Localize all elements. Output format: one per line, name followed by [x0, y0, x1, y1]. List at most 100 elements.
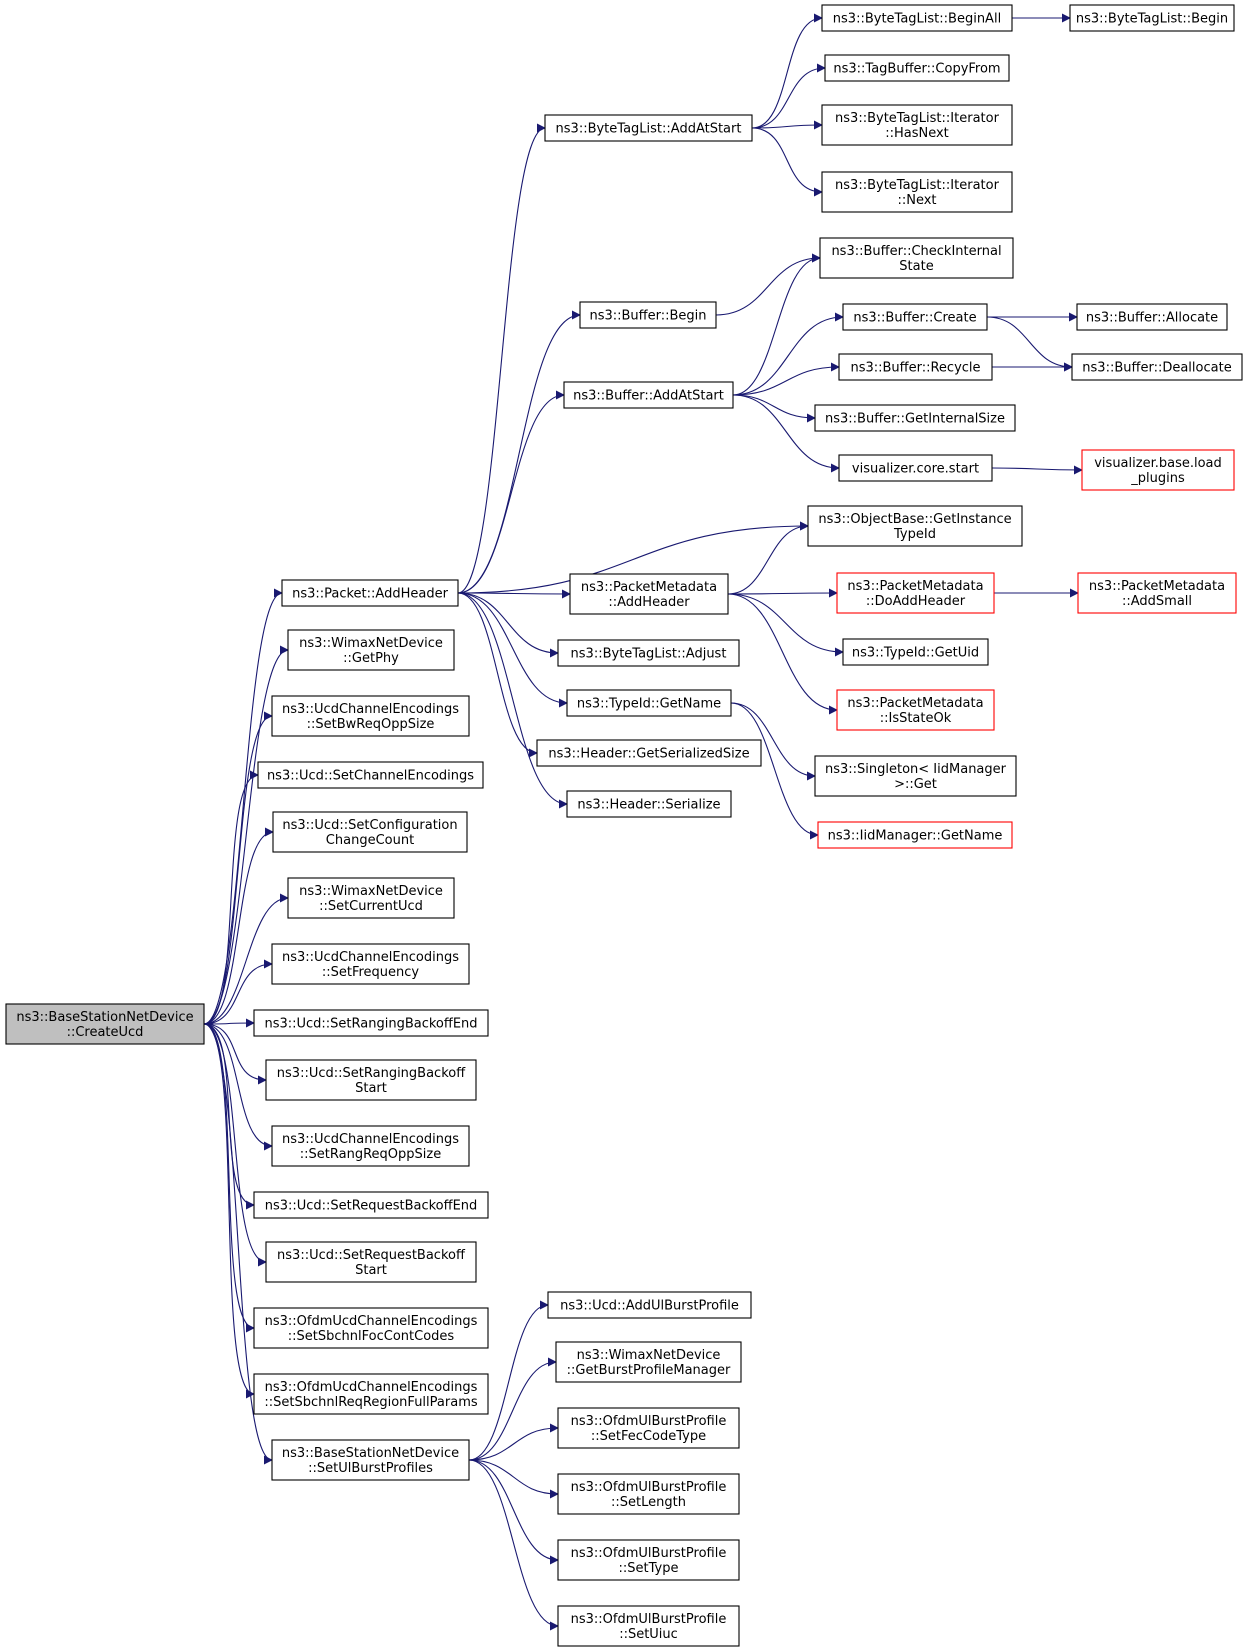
graph-node-pm-addsmall[interactable]: ns3::PacketMetadata::AddSmall: [1077, 572, 1237, 614]
graph-node-pm-isstateok[interactable]: ns3::PacketMetadata::IsStateOk: [836, 689, 995, 731]
graph-node-btl-begin[interactable]: ns3::ByteTagList::Begin: [1069, 4, 1235, 32]
graph-node-setchenc[interactable]: ns3::Ucd::SetChannelEncodings: [257, 761, 484, 789]
node-label-line: ::IsStateOk: [880, 711, 952, 726]
node-label-line: ns3::PacketMetadata: [581, 580, 717, 595]
edge-pm_addheader-to-objbase_getinstance: [727, 521, 809, 595]
graph-node-buf-deallocate[interactable]: ns3::Buffer::Deallocate: [1071, 353, 1243, 381]
graph-node-addheader[interactable]: ns3::Packet::AddHeader: [281, 579, 459, 607]
node-label-line: ::DoAddHeader: [866, 594, 966, 609]
graph-node-hdr-serialize[interactable]: ns3::Header::Serialize: [566, 790, 732, 818]
graph-node-oubp-setuiuc[interactable]: ns3::OfdmUlBurstProfile::SetUiuc: [557, 1605, 740, 1647]
graph-node-getphy[interactable]: ns3::WimaxNetDevice::GetPhy: [287, 629, 455, 671]
graph-node-oubp-setfec[interactable]: ns3::OfdmUlBurstProfile::SetFecCodeType: [557, 1407, 740, 1449]
graph-node-buf-addatstart[interactable]: ns3::Buffer::AddAtStart: [563, 381, 734, 409]
graph-node-setrangreq[interactable]: ns3::UcdChannelEncodings::SetRangReqOppS…: [271, 1125, 470, 1167]
graph-node-buf-recycle[interactable]: ns3::Buffer::Recycle: [838, 353, 993, 381]
graph-node-btl-addatstart[interactable]: ns3::ByteTagList::AddAtStart: [544, 114, 753, 142]
edge-root-to-setreqend: [203, 1023, 255, 1210]
node-label-line: ::SetType: [619, 1561, 679, 1576]
graph-node-hdr-getsize[interactable]: ns3::Header::GetSerializedSize: [536, 739, 762, 767]
node-box: [836, 572, 995, 614]
edge-setulbp-to-oubp_setfec: [468, 1423, 559, 1461]
node-label-line: ::SetCurrentUcd: [319, 899, 423, 914]
edge-vis_core_start-to-vis_base_load: [991, 465, 1083, 475]
graph-node-wnd-getbpm[interactable]: ns3::WimaxNetDevice::GetBurstProfileMana…: [555, 1341, 742, 1383]
graph-node-setulbp[interactable]: ns3::BaseStationNetDevice::SetUlBurstPro…: [271, 1439, 470, 1481]
edge-addheader-to-typeid_getname: [457, 592, 568, 708]
edge-btl_addatstart-to-tagbuf_copyfrom: [751, 63, 826, 129]
node-label-line: ::AddSmall: [1122, 594, 1192, 609]
node-box: [1069, 4, 1235, 32]
node-box: [536, 739, 762, 767]
graph-node-setsbfoc[interactable]: ns3::OfdmUcdChannelEncodings::SetSbchnlF…: [253, 1307, 489, 1349]
graph-node-buf-begin[interactable]: ns3::Buffer::Begin: [579, 301, 717, 329]
graph-node-iidmgr-getname[interactable]: ns3::IidManager::GetName: [817, 821, 1013, 849]
graph-node-setreqend[interactable]: ns3::Ucd::SetRequestBackoffEnd: [253, 1191, 489, 1219]
graph-node-oubp-settype[interactable]: ns3::OfdmUlBurstProfile::SetType: [557, 1539, 740, 1581]
graph-node-buf-create[interactable]: ns3::Buffer::Create: [842, 303, 988, 331]
edge-typeid_getname-to-iidmgr_getname: [730, 702, 819, 840]
node-box: [272, 811, 468, 853]
node-label-line: ns3::Buffer::Begin: [589, 309, 706, 324]
graph-node-setbwreq[interactable]: ns3::UcdChannelEncodings::SetBwReqOppSiz…: [271, 695, 470, 737]
node-box: [253, 1009, 489, 1037]
edge-root-to-setrangend: [203, 1018, 255, 1028]
node-box: [257, 761, 484, 789]
graph-node-btl-iter-next[interactable]: ns3::ByteTagList::Iterator::Next: [821, 171, 1013, 213]
node-box: [287, 877, 455, 919]
graph-node-vis-base-load[interactable]: visualizer.base.load_plugins: [1081, 449, 1235, 491]
graph-node-buf-allocate[interactable]: ns3::Buffer::Allocate: [1076, 303, 1228, 331]
node-box: [814, 755, 1017, 797]
graph-node-typeid-getname[interactable]: ns3::TypeId::GetName: [566, 689, 732, 717]
edge-root-to-setcurucd: [203, 893, 289, 1025]
node-label-line: ns3::PacketMetadata: [1089, 579, 1225, 594]
node-label-line: ns3::Buffer::Create: [853, 311, 976, 326]
node-label-line: ns3::UcdChannelEncodings: [282, 1132, 459, 1147]
node-box: [838, 454, 993, 482]
graph-node-ucd-addulbp[interactable]: ns3::Ucd::AddUlBurstProfile: [547, 1291, 752, 1319]
graph-node-pm-doaddheader[interactable]: ns3::PacketMetadata::DoAddHeader: [836, 572, 995, 614]
edge-addheader-to-buf_addatstart: [457, 390, 565, 594]
graph-node-tagbuf-copyfrom[interactable]: ns3::TagBuffer::CopyFrom: [824, 54, 1010, 82]
node-label-line: ns3::Buffer::Allocate: [1086, 311, 1218, 326]
graph-node-singleton-get[interactable]: ns3::Singleton< IidManager>::Get: [814, 755, 1017, 797]
graph-node-btl-beginall[interactable]: ns3::ByteTagList::BeginAll: [821, 4, 1013, 32]
node-box: [566, 689, 732, 717]
graph-node-oubp-setlength[interactable]: ns3::OfdmUlBurstProfile::SetLength: [557, 1473, 740, 1515]
graph-node-setsbreq[interactable]: ns3::OfdmUcdChannelEncodings::SetSbchnlR…: [253, 1373, 489, 1415]
edge-setulbp-to-oubp_setlength: [468, 1459, 559, 1499]
edge-btl_addatstart-to-btl_iter_next: [751, 127, 823, 197]
graph-node-btl-iter-hasnext[interactable]: ns3::ByteTagList::Iterator::HasNext: [821, 104, 1013, 146]
node-box: [555, 1341, 742, 1383]
node-label-line: ns3::OfdmUcdChannelEncodings: [265, 1314, 478, 1329]
node-box: [557, 1473, 740, 1515]
node-box: [271, 695, 470, 737]
node-label-line: ns3::Singleton< IidManager: [825, 762, 1007, 777]
graph-node-pm-addheader[interactable]: ns3::PacketMetadata::AddHeader: [569, 573, 729, 615]
node-box: [253, 1191, 489, 1219]
graph-node-setcurucd[interactable]: ns3::WimaxNetDevice::SetCurrentUcd: [287, 877, 455, 919]
graph-node-btl-adjust[interactable]: ns3::ByteTagList::Adjust: [557, 639, 740, 667]
node-box: [265, 1059, 477, 1101]
node-label-line: ::SetSbchnlReqRegionFullParams: [264, 1395, 477, 1410]
node-box: [271, 1125, 470, 1167]
graph-node-setfreq[interactable]: ns3::UcdChannelEncodings::SetFrequency: [271, 943, 470, 985]
node-label-line: ::CreateUcd: [67, 1025, 144, 1040]
node-box: [271, 1439, 470, 1481]
graph-node-buf-getinternalsize[interactable]: ns3::Buffer::GetInternalSize: [814, 404, 1016, 432]
graph-node-setrangend[interactable]: ns3::Ucd::SetRangingBackoffEnd: [253, 1009, 489, 1037]
edge-root-to-addheader: [203, 588, 283, 1025]
node-label-line: ns3::TypeId::GetName: [577, 697, 721, 712]
edge-root-to-setfreq: [203, 959, 273, 1025]
graph-node-typeid-getuid[interactable]: ns3::TypeId::GetUid: [842, 638, 989, 666]
graph-node-vis-core-start[interactable]: visualizer.core.start: [838, 454, 993, 482]
node-box: [557, 1605, 740, 1647]
node-box: [563, 381, 734, 409]
node-label-line: ::GetPhy: [343, 651, 399, 666]
